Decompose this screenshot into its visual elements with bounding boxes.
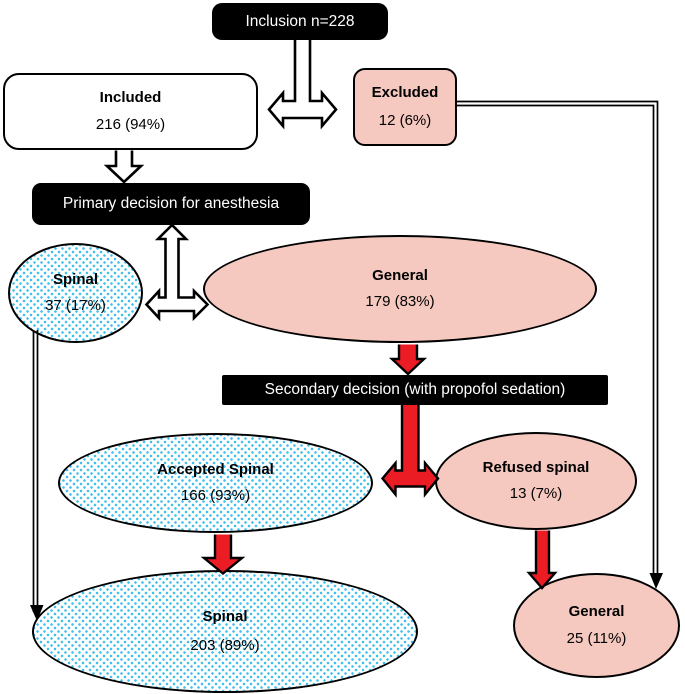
general-final-ellipse: General 25 (11%) (513, 573, 680, 678)
spinal-primary-ellipse: Spinal 37 (17%) (8, 243, 143, 343)
excluded-label: Excluded (371, 84, 439, 101)
arrow-general-down-icon (388, 344, 428, 376)
arrow-primary-threeway-icon (144, 223, 210, 322)
spinal-primary-label: Spinal (52, 271, 98, 288)
arrow-refused-down-icon (526, 530, 558, 590)
arrow-secondary-split-icon (380, 405, 440, 498)
included-label: Included (99, 88, 162, 106)
arrow-included-down-icon (103, 150, 145, 184)
spinal-final-value: 203 (89%) (190, 637, 260, 654)
primary-decision-label: Primary decision for anesthesia (62, 195, 280, 213)
secondary-decision-box: Secondary decision (with propofol sedati… (222, 375, 608, 405)
accepted-spinal-label: Accepted Spinal (157, 461, 274, 478)
general-primary-value: 179 (83%) (365, 293, 435, 310)
refused-spinal-ellipse: Refused spinal 13 (7%) (435, 432, 637, 530)
general-final-value: 25 (11%) (566, 629, 627, 647)
general-final-label: General (568, 603, 625, 620)
spinal-primary-value: 37 (17%) (45, 296, 106, 314)
accepted-spinal-value: 166 (93%) (180, 486, 251, 504)
inclusion-box: Inclusion n=228 (212, 3, 388, 40)
spinal-final-ellipse: Spinal 203 (89%) (32, 570, 418, 693)
general-primary-label: General (372, 266, 428, 284)
refused-spinal-label: Refused spinal (482, 459, 590, 476)
included-box: Included 216 (94%) (3, 73, 258, 150)
arrow-inclusion-split-icon (267, 40, 338, 130)
connector-spinal-to-final (30, 330, 44, 621)
inclusion-label: Inclusion n=228 (245, 12, 355, 30)
accepted-spinal-ellipse: Accepted Spinal 166 (93%) (58, 433, 373, 533)
spinal-final-label: Spinal (202, 607, 248, 625)
excluded-box: Excluded 12 (6%) (353, 68, 457, 146)
primary-decision-box: Primary decision for anesthesia (32, 183, 310, 225)
excluded-value: 12 (6%) (378, 111, 432, 129)
secondary-decision-label: Secondary decision (with propofol sedati… (264, 381, 566, 399)
included-value: 216 (94%) (95, 116, 166, 133)
refused-spinal-value: 13 (7%) (509, 484, 563, 502)
arrow-accepted-down-icon (200, 534, 246, 576)
general-primary-ellipse: General 179 (83%) (203, 235, 597, 343)
